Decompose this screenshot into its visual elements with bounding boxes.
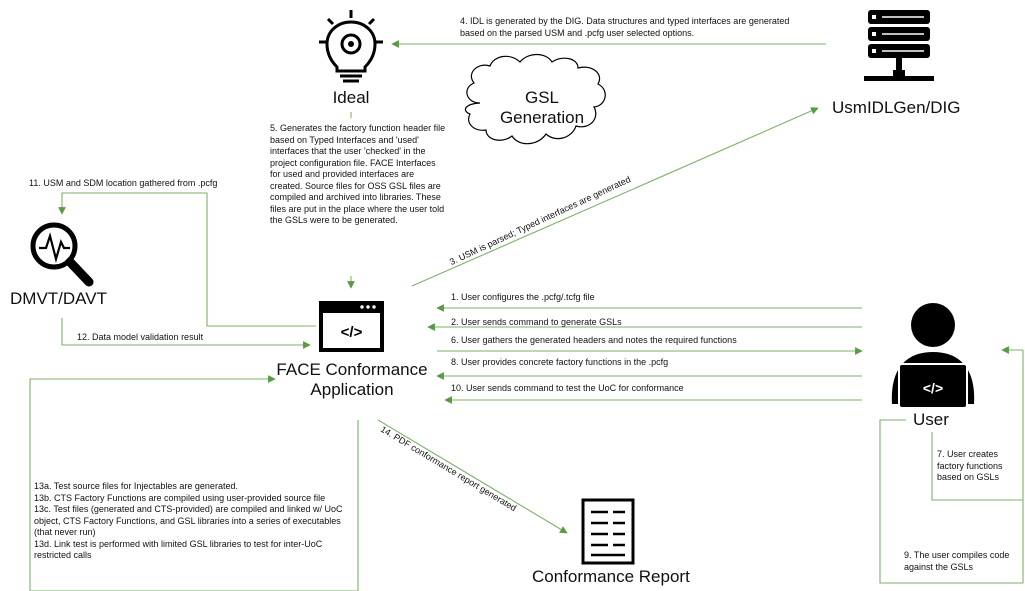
step-6-label: 6. User gathers the generated headers an… [451,335,737,345]
user-laptop-icon: </> [891,303,975,409]
node-user-label: User [913,410,949,429]
svg-text:</>: </> [341,324,363,341]
step-1-label: 1. User configures the .pcfg/.tcfg file [451,292,595,302]
node-gsl-label: GSL Generation [499,88,585,127]
arrow-9-loop [879,419,1024,584]
step-13-label: 13a. Test source files for Injectables a… [34,481,343,560]
arrow-11-face-to-dmvt [58,192,316,327]
step-11-label: 11. USM and SDM location gathered from .… [29,178,218,188]
step-4-label: 4. IDL is generated by the DIG. Data str… [460,16,790,38]
node-ideal-label: Ideal [332,88,370,107]
step-7-label: 7. User creates factory functions based … [937,449,1003,482]
node-dmvt-label: DMVT/DAVT [10,289,107,308]
node-face-label: FACE Conformance Application [276,360,428,399]
arrow-12-dmvt-to-face [61,318,311,349]
arrow-14-face-to-report [377,419,568,534]
arrow-3-face-to-dig [411,107,819,287]
arrow-13-loop [29,375,359,591]
step-8-label: 8. User provides concrete factory functi… [451,357,669,367]
server-icon [864,10,934,81]
svg-text:</>: </> [923,380,943,396]
document-icon [581,498,635,565]
code-window-icon: </> [319,301,384,352]
step-2-label: 2. User sends command to generate GSLs [451,317,622,327]
node-report-label: Conformance Report [532,567,690,586]
node-dig-label: UsmIDLGen/DIG [832,98,961,117]
magnifier-waveform-icon [30,222,94,287]
cloud-shape [464,53,606,145]
lightbulb-gear-icon [319,10,383,83]
arrow-7-loop [931,350,1024,501]
step-9-label: 9. The user compiles code against the GS… [904,550,1010,572]
step-10-label: 10. User sends command to test the UoC f… [451,383,684,393]
step-12-label: 12. Data model validation result [77,332,204,342]
connector-lines [29,40,1024,591]
step-5-label: 5. Generates the factory function header… [270,123,446,225]
